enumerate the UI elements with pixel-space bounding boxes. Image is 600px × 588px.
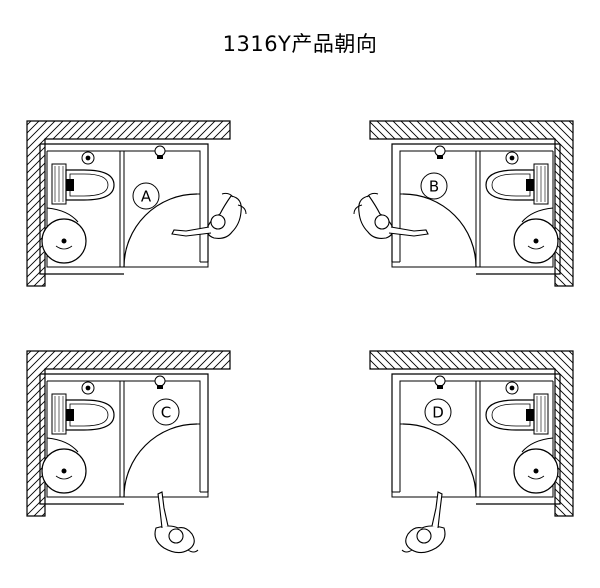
- label-badge-b: B: [420, 172, 448, 200]
- label-b: B: [429, 178, 439, 196]
- label-badge-a: A: [132, 182, 160, 210]
- label-badge-d: D: [424, 398, 452, 426]
- person-figure-b: [353, 192, 429, 239]
- label-badge-c: C: [152, 398, 180, 426]
- layout-d: [369, 350, 574, 517]
- label-a: A: [141, 188, 152, 206]
- person-figure-a: [171, 192, 247, 239]
- layout-b: [353, 120, 574, 287]
- label-d: D: [432, 404, 444, 422]
- label-c: C: [161, 404, 171, 422]
- diagram-title: 1316Y产品朝向: [222, 32, 378, 56]
- person-figure-c: [154, 491, 199, 554]
- layout-c: [26, 350, 231, 517]
- person-figure-d: [401, 491, 446, 554]
